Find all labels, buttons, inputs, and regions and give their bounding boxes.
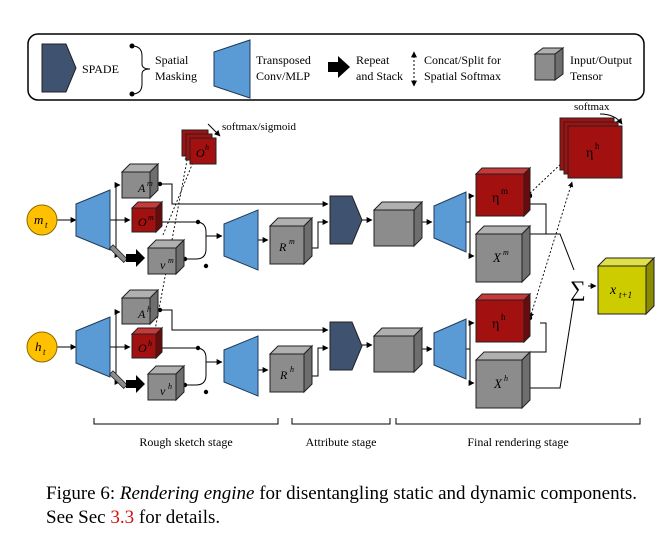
final-conv-h bbox=[433, 318, 467, 380]
svg-text:O: O bbox=[138, 215, 147, 229]
svg-text:h: h bbox=[504, 374, 508, 383]
svg-text:h: h bbox=[205, 143, 209, 152]
svg-text:h: h bbox=[290, 365, 294, 374]
repeat-stack-arrow-m bbox=[108, 244, 145, 267]
cube-O-h-softmax-stack: O h bbox=[181, 129, 217, 165]
svg-text:O: O bbox=[196, 146, 205, 160]
svg-text:η: η bbox=[492, 191, 499, 206]
svg-text:η: η bbox=[586, 146, 593, 161]
legend-transposed-label-2: Conv/MLP bbox=[256, 69, 310, 83]
svg-text:O: O bbox=[138, 341, 147, 355]
svg-text:R: R bbox=[279, 368, 288, 382]
input-h-t: h t bbox=[26, 331, 58, 363]
final-conv-m bbox=[433, 191, 467, 253]
cube-eta-h: η h bbox=[474, 292, 532, 344]
svg-text:m: m bbox=[147, 179, 153, 188]
legend-spatial-label-1: Spatial bbox=[155, 53, 189, 67]
svg-text:t: t bbox=[43, 347, 46, 357]
io-tensor-legend-cube bbox=[533, 47, 565, 81]
cube-O-m: O m bbox=[130, 200, 164, 234]
svg-text:X: X bbox=[492, 250, 502, 265]
legend-io-label-2: Tensor bbox=[570, 69, 602, 83]
svg-text:h: h bbox=[168, 382, 172, 391]
sketch-conv-h bbox=[223, 335, 259, 397]
cube-A-h: A h bbox=[120, 288, 160, 326]
svg-text:t+1: t+1 bbox=[619, 290, 632, 300]
svg-text:h: h bbox=[595, 141, 600, 151]
svg-text:h: h bbox=[148, 339, 152, 348]
cube-v-m: v m bbox=[146, 238, 186, 276]
svg-text:R: R bbox=[278, 240, 287, 254]
svg-text:X: X bbox=[493, 376, 503, 391]
softmax-pointer bbox=[599, 113, 623, 125]
legend-concat-label-1: Concat/Split for bbox=[424, 53, 501, 67]
stage-final-label: Final rendering stage bbox=[467, 435, 568, 449]
softmax-sigmoid-label: softmax/sigmoid bbox=[222, 121, 296, 133]
softmax-label: softmax bbox=[574, 101, 610, 113]
spade-legend-shape bbox=[41, 43, 77, 93]
svg-text:A: A bbox=[137, 307, 146, 321]
cube-X-h: X h bbox=[474, 350, 532, 410]
caption-italic: Rendering engine bbox=[119, 483, 255, 504]
sketch-conv-m bbox=[223, 209, 259, 271]
svg-text:h: h bbox=[35, 339, 42, 354]
legend-repeat-label-2: and Stack bbox=[356, 69, 403, 83]
cube-v-h: v h bbox=[146, 364, 186, 402]
spade-block-h bbox=[329, 321, 363, 371]
cube-O-h: O h bbox=[130, 326, 164, 360]
cube-A-m: A m bbox=[120, 162, 160, 200]
caption-tail: for details. bbox=[134, 507, 221, 528]
input-m-t: m t bbox=[26, 204, 58, 236]
softmax-sigmoid-pointer bbox=[207, 123, 221, 137]
legend-concat-label-2: Spatial Softmax bbox=[424, 69, 501, 83]
cube-eta-h-softmax-stack: η h bbox=[559, 117, 623, 179]
legend-repeat-label-1: Repeat bbox=[356, 53, 390, 67]
sum-symbol: ∑ bbox=[570, 276, 586, 301]
spade-block-m bbox=[329, 195, 363, 245]
svg-text:A: A bbox=[137, 181, 146, 195]
transposed-conv-legend-shape bbox=[213, 39, 251, 99]
svg-text:x: x bbox=[609, 283, 617, 298]
svg-text:m: m bbox=[503, 248, 509, 257]
svg-text:m: m bbox=[168, 256, 174, 265]
spatial-masking-legend-icon bbox=[129, 43, 151, 97]
svg-text:h: h bbox=[501, 312, 506, 322]
caption-section-link[interactable]: 3.3 bbox=[110, 507, 135, 528]
cube-eta-m: η m bbox=[474, 166, 532, 218]
legend-transposed-label-1: Transposed bbox=[256, 53, 311, 67]
stage-attribute-label: Attribute stage bbox=[306, 435, 377, 449]
svg-text:t: t bbox=[45, 220, 48, 230]
legend-spatial-label-2: Masking bbox=[155, 69, 197, 83]
caption-figure-label: Figure 6: bbox=[46, 483, 120, 504]
encoder-m bbox=[75, 189, 111, 251]
svg-text:v: v bbox=[160, 384, 166, 398]
cube-X-m: X m bbox=[474, 224, 532, 284]
caption-text: for disentangling static and dynamic com… bbox=[46, 483, 637, 528]
svg-text:η: η bbox=[492, 317, 499, 332]
svg-text:m: m bbox=[148, 213, 154, 222]
cube-R-h: R h bbox=[268, 344, 314, 394]
legend-spade-label: SPADE bbox=[82, 62, 119, 76]
stage-rough-label: Rough sketch stage bbox=[139, 435, 232, 449]
svg-text:m: m bbox=[289, 237, 295, 246]
cube-R-m: R m bbox=[268, 216, 314, 266]
svg-text:h: h bbox=[147, 305, 151, 314]
figure-caption: Figure 6: Rendering engine for disentang… bbox=[46, 482, 646, 530]
stage-brackets bbox=[93, 418, 641, 425]
encoder-h bbox=[75, 316, 111, 378]
cube-x-next: x t+1 bbox=[596, 256, 656, 316]
repeat-stack-arrow-h bbox=[108, 370, 145, 393]
attribute-cube-m bbox=[372, 200, 424, 248]
attribute-cube-h bbox=[372, 326, 424, 374]
legend-io-label-1: Input/Output bbox=[570, 53, 633, 67]
svg-text:v: v bbox=[160, 258, 166, 272]
repeat-stack-legend-arrow bbox=[328, 56, 350, 78]
svg-text:m: m bbox=[501, 186, 508, 196]
svg-text:m: m bbox=[34, 212, 43, 227]
